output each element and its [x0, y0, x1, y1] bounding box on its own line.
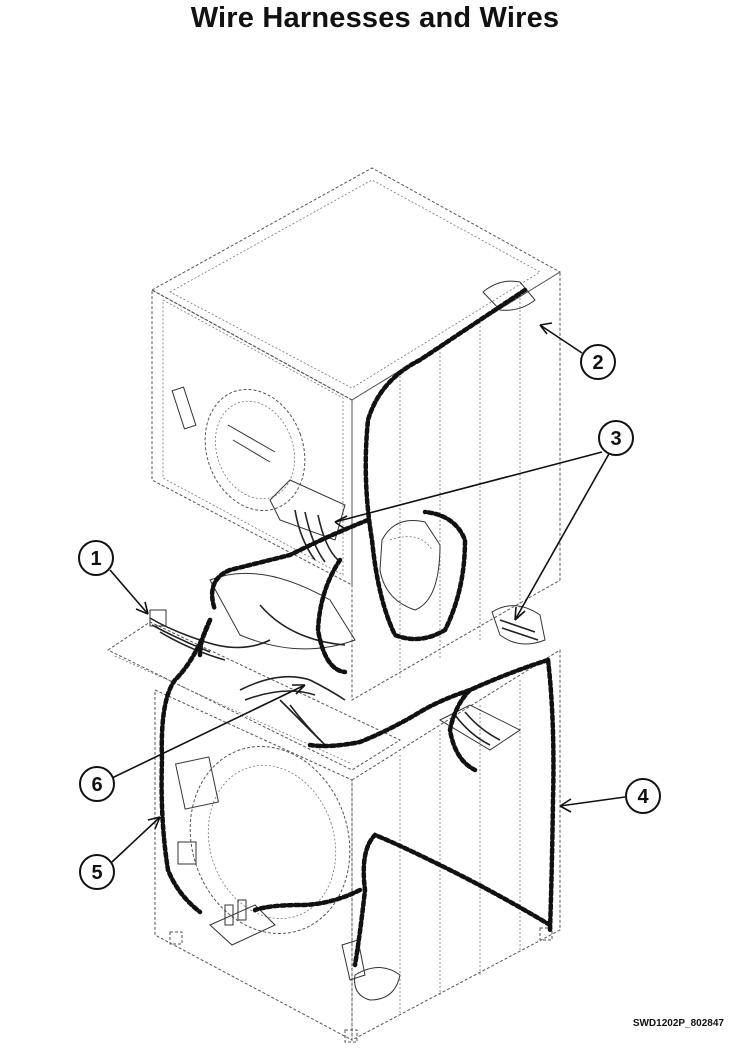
callout-2: 2 — [580, 344, 616, 380]
callout-4: 4 — [625, 778, 661, 814]
callout-3-label: 3 — [610, 428, 621, 450]
callout-2-label: 2 — [592, 352, 603, 374]
callout-6: 6 — [79, 766, 115, 802]
page-title: Wire Harnesses and Wires — [190, 2, 560, 34]
callout-3: 3 — [598, 420, 634, 456]
wire-harness-routes — [159, 287, 556, 968]
dryer-cabinet — [150, 167, 561, 701]
callout-1: 1 — [78, 540, 114, 576]
leader-lines — [109, 322, 626, 863]
callout-6-label: 6 — [91, 774, 102, 796]
callout-5-label: 5 — [91, 862, 102, 884]
washer-cabinet — [107, 621, 561, 1043]
drawing-code: SWD1202P_802847 — [632, 1018, 724, 1029]
components — [149, 479, 546, 1001]
callout-1-label: 1 — [90, 548, 101, 570]
callout-5: 5 — [79, 854, 115, 890]
callout-4-label: 4 — [637, 786, 649, 808]
